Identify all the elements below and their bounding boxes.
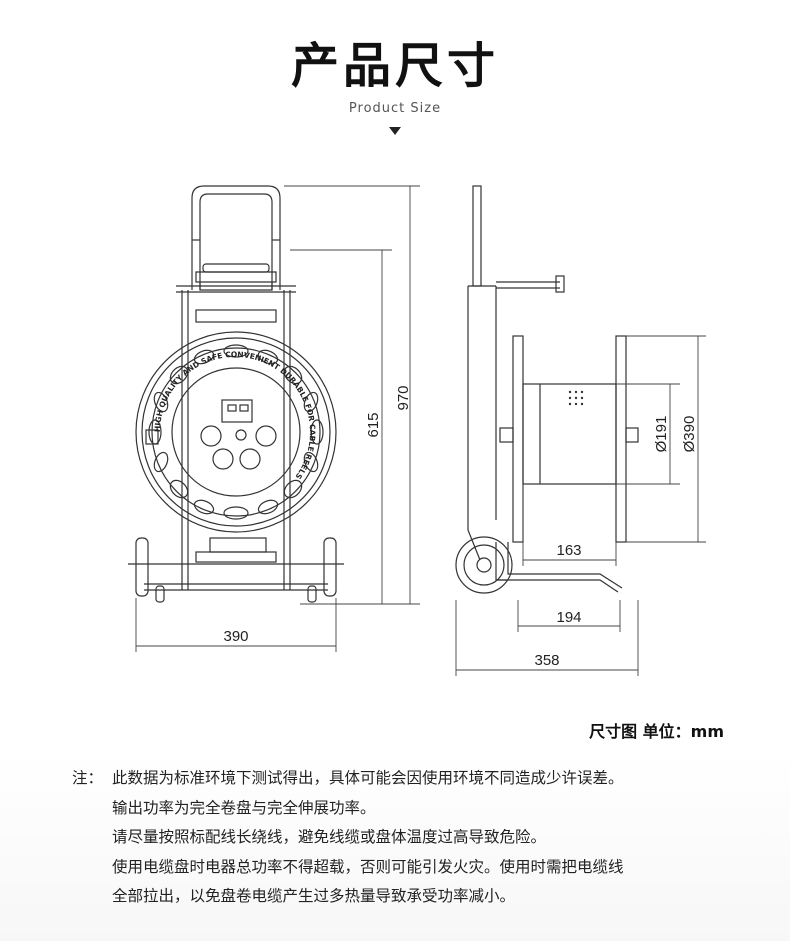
dim-358-label: 358 bbox=[534, 652, 559, 669]
page-subtitle: Product Size bbox=[348, 101, 442, 116]
dim-163-label: 163 bbox=[556, 542, 581, 559]
notes-block: 注： 此数据为标准环境下测试得出，具体可能会因使用环境不同造成少许误差。 输出功… bbox=[72, 764, 772, 912]
dim-970-label: 970 bbox=[395, 385, 412, 410]
note-line: 请尽量按照标配线长绕线，避免线缆或盘体温度过高导致危险。 bbox=[112, 828, 547, 846]
note-row: 注： 此数据为标准环境下测试得出，具体可能会因使用环境不同造成少许误差。 bbox=[72, 764, 772, 794]
note-line: 全部拉出，以免盘卷电缆产生过多热量导致承受功率减小。 bbox=[112, 887, 516, 905]
caret-down-icon bbox=[389, 127, 401, 135]
side-view bbox=[455, 185, 639, 594]
note-row: 使用电缆盘时电器总功率不得超载，否则可能引发火灾。使用时需把电缆线 bbox=[72, 853, 772, 883]
dim-390-front-label: 390 bbox=[223, 628, 248, 645]
note-line: 使用电缆盘时电器总功率不得超载，否则可能引发火灾。使用时需把电缆线 bbox=[112, 857, 624, 876]
note-prefix: 注： bbox=[72, 769, 104, 787]
note-line: 输出功率为完全卷盘与完全伸展功率。 bbox=[112, 798, 376, 817]
note-row: 全部拉出，以免盘卷电缆产生过多热量导致承受功率减小。 bbox=[72, 882, 772, 912]
note-row: 输出功率为完全卷盘与完全伸展功率。 bbox=[72, 794, 772, 824]
dimension-drawing: HIGH QUALITY AND SAFE CONVENIENT DURABLE… bbox=[128, 185, 706, 676]
page-title: 产品尺寸 bbox=[290, 38, 499, 94]
dim-d390-label: Ø390 bbox=[681, 416, 698, 453]
note-line: 此数据为标准环境下测试得出，具体可能会因使用环境不同造成少许误差。 bbox=[112, 769, 624, 787]
dimension-lines bbox=[135, 185, 706, 676]
front-view bbox=[128, 185, 344, 603]
dim-615-label: 615 bbox=[365, 412, 382, 437]
dim-d191-label: Ø191 bbox=[653, 416, 670, 453]
dim-194-label: 194 bbox=[556, 609, 581, 626]
unit-caption: 尺寸图 单位：mm bbox=[589, 722, 724, 741]
note-row: 请尽量按照标配线长绕线，避免线缆或盘体温度过高导致危险。 bbox=[72, 823, 772, 853]
notes-background bbox=[0, 752, 790, 941]
reel-windows bbox=[148, 344, 324, 520]
